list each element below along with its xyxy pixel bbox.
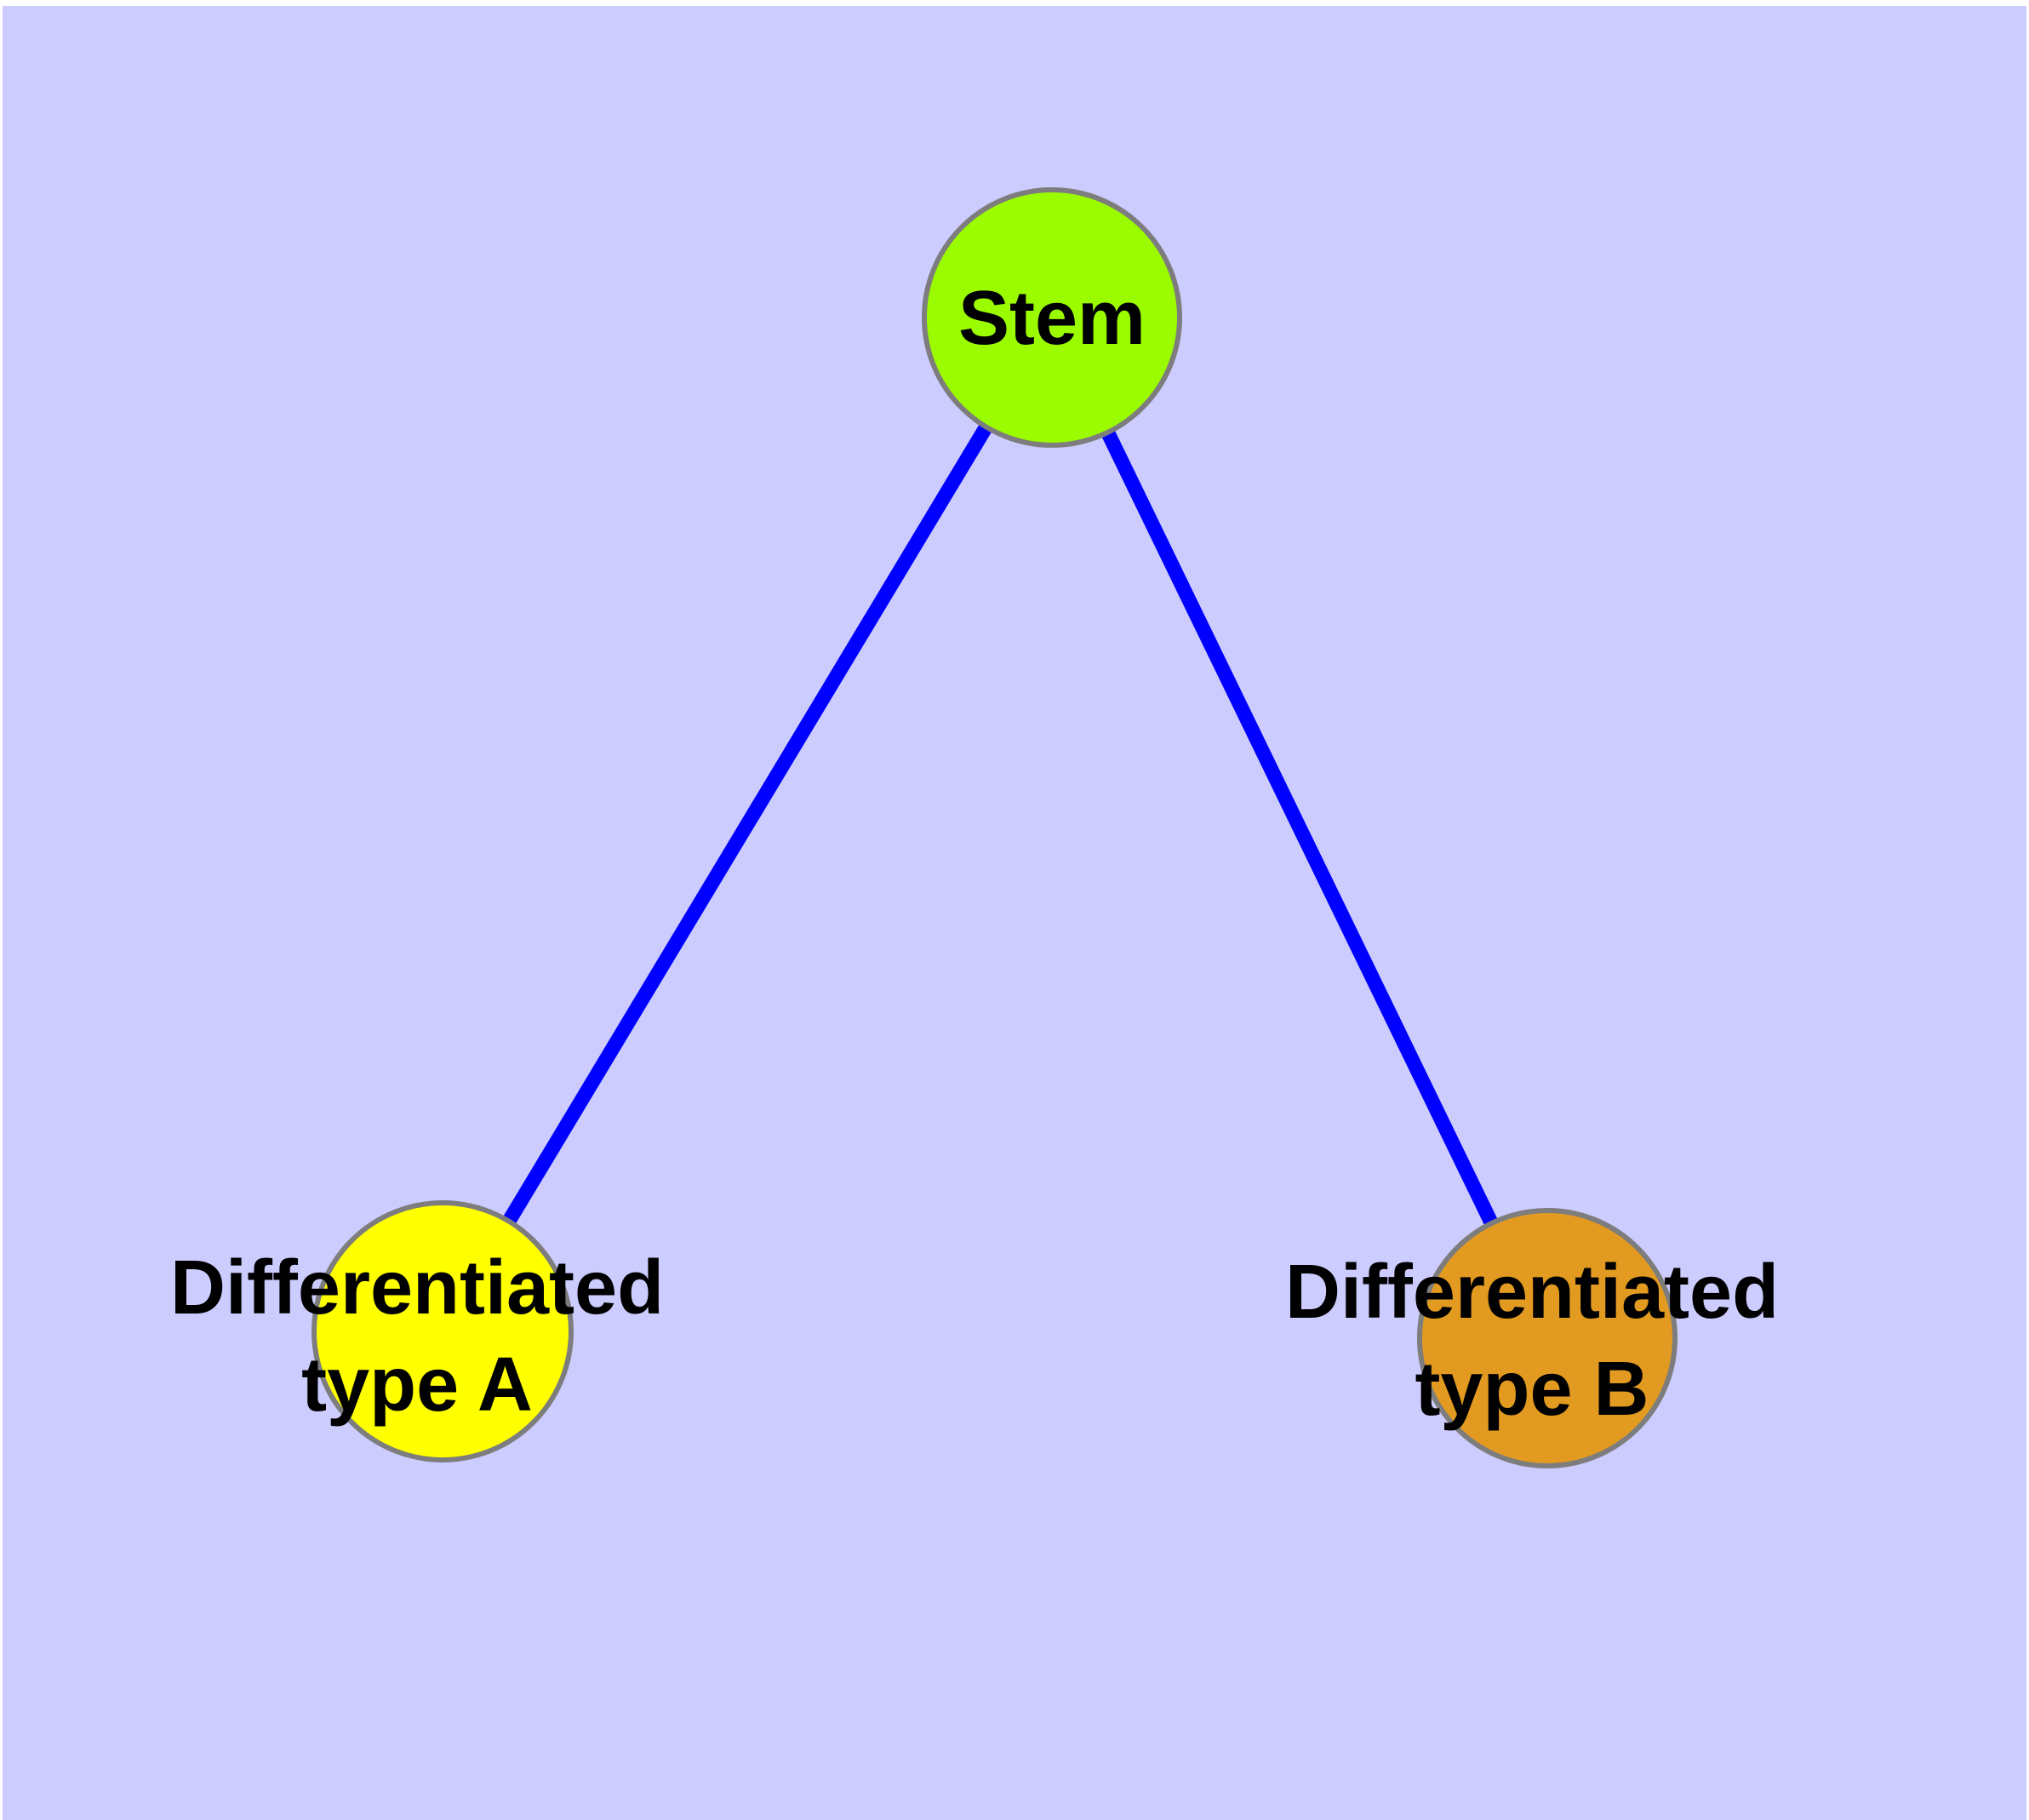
node-label-diff-b-line2: type B xyxy=(1415,1347,1649,1432)
node-label-diff-a-line1: Differentiated xyxy=(169,1245,665,1331)
node-label-diff-b-line1: Differentiated xyxy=(1284,1250,1780,1335)
node-stem-circle xyxy=(922,187,1182,448)
diagram-canvas: Stem Differentiated type A Differentiate… xyxy=(3,6,2026,1820)
node-label-diff-b: Differentiated type B xyxy=(1285,1244,1779,1438)
node-label-diff-a: Differentiated type A xyxy=(170,1239,664,1434)
node-diff-a-circle xyxy=(311,1200,574,1462)
node-diff-b-circle xyxy=(1417,1208,1677,1468)
node-label-stem: Stem xyxy=(957,276,1146,361)
node-label-diff-a-line2: type A xyxy=(301,1342,533,1428)
edge-stem-to-diff-a xyxy=(436,313,1059,1336)
edge-stem-to-diff-b xyxy=(1045,314,1554,1342)
graph-svg xyxy=(311,187,1677,1468)
